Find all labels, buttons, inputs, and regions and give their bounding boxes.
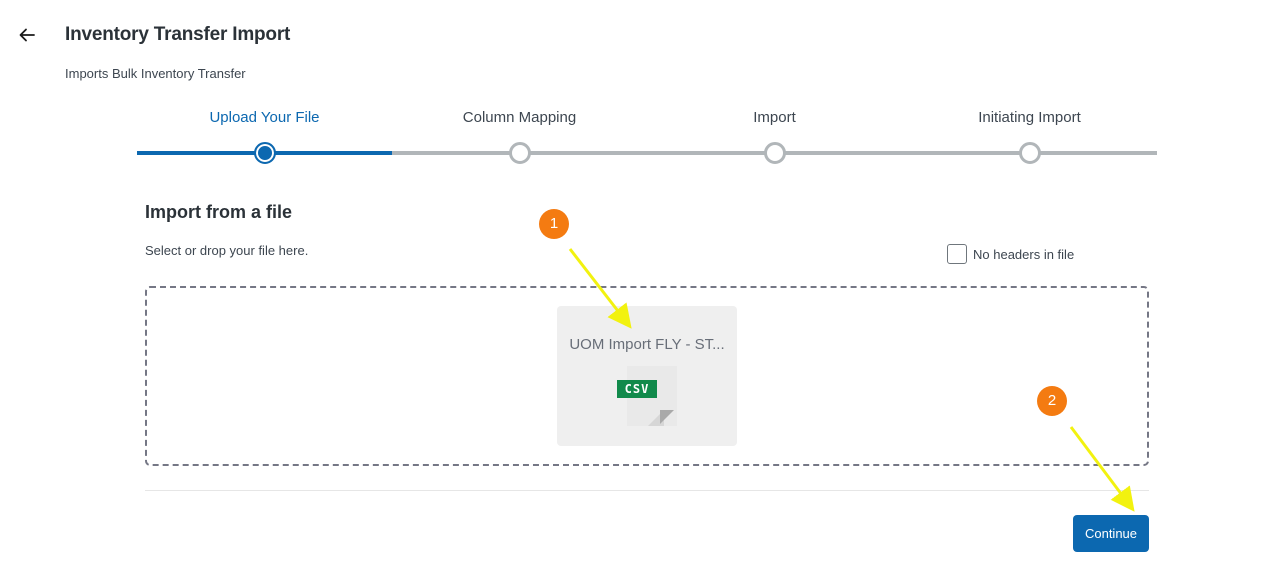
no-headers-label: No headers in file [973, 246, 1075, 262]
step-upload-your-file: Upload Your File [137, 106, 392, 164]
import-stepper: Upload Your File Column Mapping Import I… [137, 106, 1157, 166]
uploaded-file-card[interactable]: UOM Import FLY - ST... CSV [557, 306, 737, 446]
csv-file-icon: CSV [617, 380, 657, 398]
section-title: Import from a file [145, 202, 293, 222]
step-initiating-import: Initiating Import [902, 106, 1157, 164]
document-corner-icon [660, 410, 674, 424]
step-label: Upload Your File [209, 109, 320, 126]
step-active-dot-icon [253, 142, 276, 164]
back-button[interactable] [16, 24, 38, 46]
step-label: Import [753, 109, 796, 126]
no-headers-checkbox-row[interactable]: No headers in file [947, 244, 1074, 264]
step-column-mapping: Column Mapping [392, 106, 647, 164]
step-pending-dot-icon [508, 142, 531, 164]
step-label: Initiating Import [978, 109, 1081, 126]
annotation-callout-1: 1 [539, 209, 569, 239]
footer-divider [145, 490, 1149, 491]
no-headers-checkbox[interactable] [947, 244, 967, 264]
page-title: Inventory Transfer Import [65, 24, 291, 45]
file-dropzone[interactable] [145, 286, 1149, 466]
step-import: Import [647, 106, 902, 164]
step-pending-dot-icon [763, 142, 786, 164]
section-hint: Select or drop your file here. [145, 243, 309, 258]
step-pending-dot-icon [1018, 142, 1041, 164]
annotation-callout-2: 2 [1037, 386, 1067, 416]
arrow-left-icon [19, 28, 35, 42]
stepper-track [137, 151, 1157, 155]
continue-button[interactable]: Continue [1073, 515, 1149, 552]
step-label: Column Mapping [462, 109, 577, 126]
page-subtitle: Imports Bulk Inventory Transfer [65, 66, 246, 81]
file-name: UOM Import FLY - ST... [569, 336, 725, 353]
document-fold-icon [648, 410, 664, 426]
